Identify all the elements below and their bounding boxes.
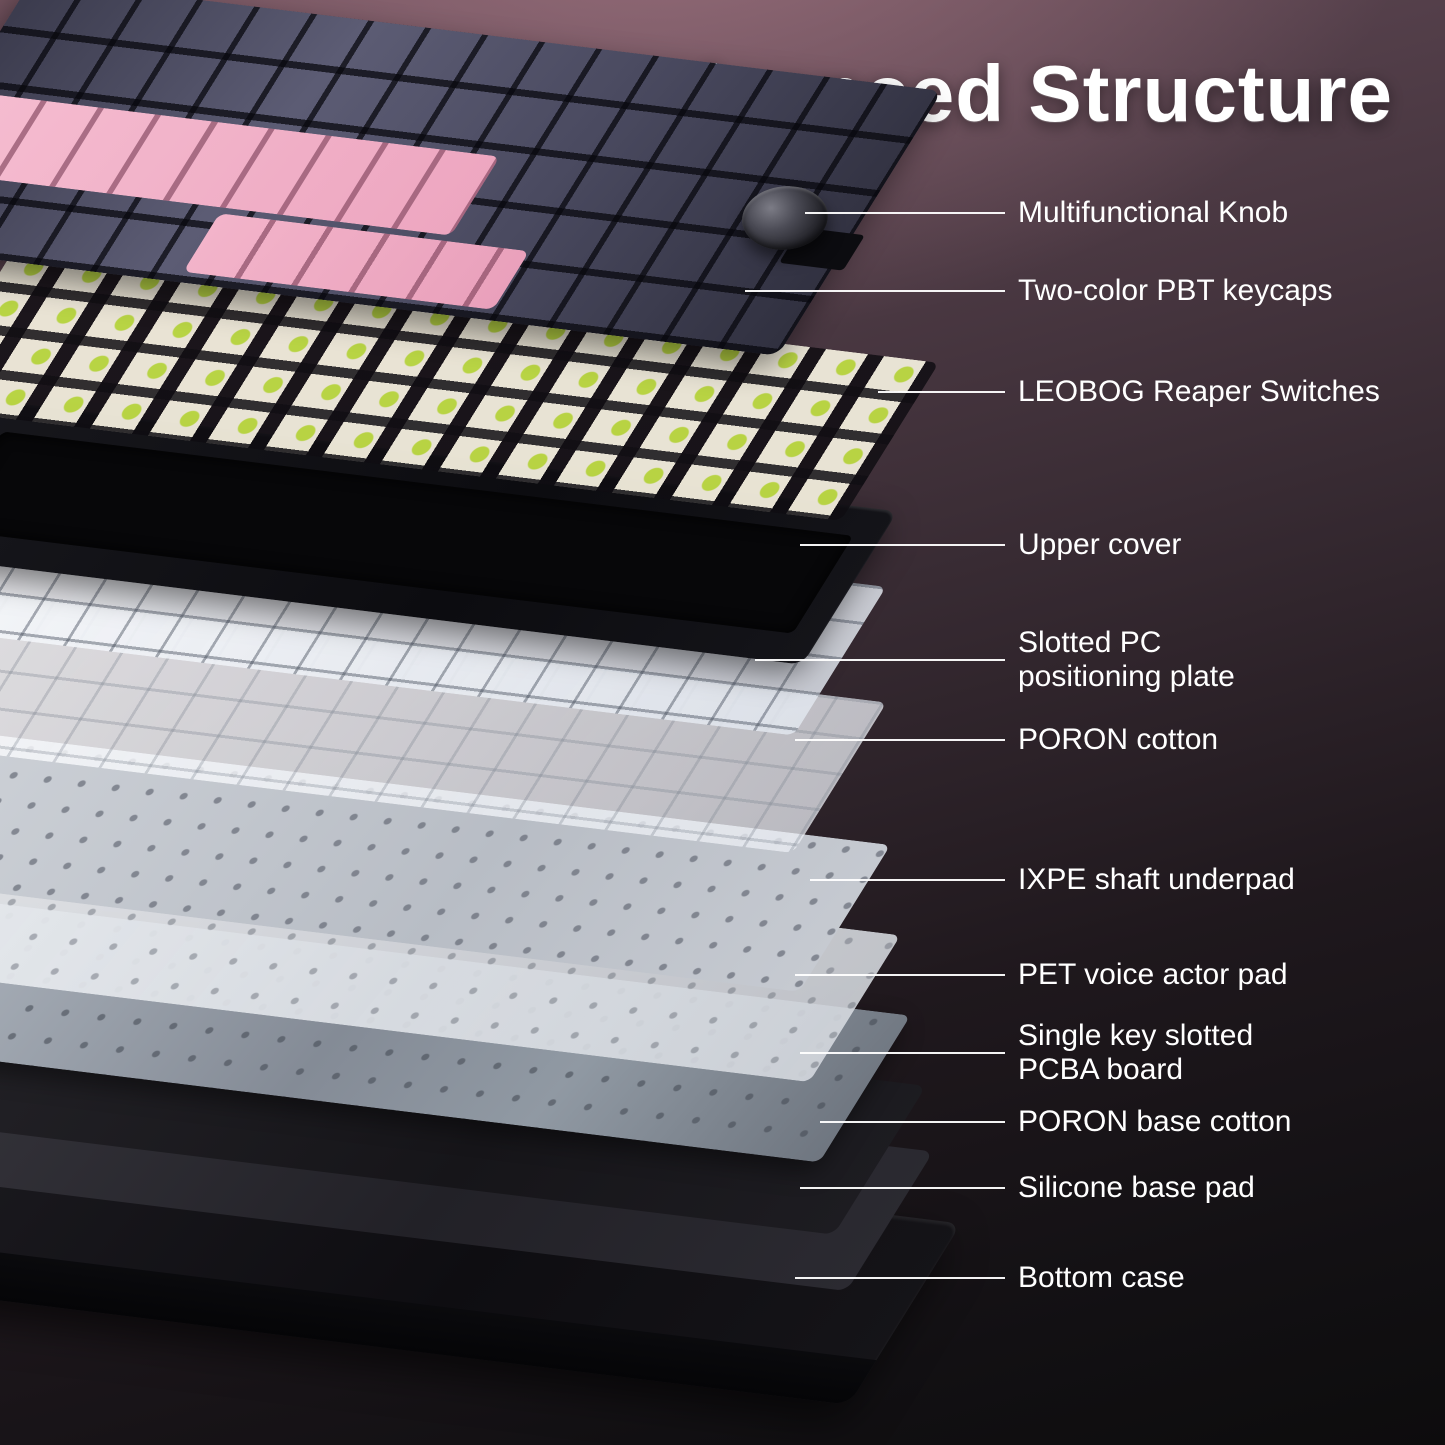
callout-label: PORON base cotton (1018, 1105, 1292, 1138)
pointer-line (755, 658, 1005, 661)
pointer-line (795, 1276, 1005, 1279)
callout-poron-cotton: PORON cotton (795, 723, 1218, 757)
pink-keycaps (0, 93, 501, 236)
callout-multifunctional-knob: Multifunctional Knob (805, 196, 1288, 230)
callout-ixpe-underpad: IXPE shaft underpad (810, 863, 1295, 897)
callout-label: Multifunctional Knob (1018, 196, 1289, 229)
callout-label: Slotted PC positioning plate (1018, 626, 1235, 693)
callout-silicone-base-pad: Silicone base pad (800, 1171, 1255, 1205)
pointer-line (810, 878, 1005, 881)
callout-label: Silicone base pad (1018, 1171, 1255, 1204)
pointer-line (820, 1120, 1005, 1123)
pointer-line (800, 543, 1005, 546)
pointer-line (805, 211, 1005, 214)
callout-reaper-switches: LEOBOG Reaper Switches (878, 375, 1380, 409)
callout-label: Upper cover (1018, 528, 1182, 561)
callout-label: Single key slotted PCBA board (1018, 1019, 1254, 1086)
callout-poron-base-cotton: PORON base cotton (820, 1105, 1291, 1139)
callout-bottom-case: Bottom case (795, 1261, 1185, 1295)
pointer-line (800, 1051, 1005, 1054)
callout-pbt-keycaps: Two-color PBT keycaps (745, 274, 1333, 308)
pointer-line (800, 1186, 1005, 1189)
callout-pcba-board: Single key slotted PCBA board (800, 1019, 1298, 1086)
callout-label: LEOBOG Reaper Switches (1018, 375, 1380, 408)
callout-label: PORON cotton (1018, 723, 1219, 756)
pointer-line (795, 973, 1005, 976)
pointer-line (745, 289, 1005, 292)
callout-pet-pad: PET voice actor pad (795, 958, 1288, 992)
pointer-line (795, 738, 1005, 741)
callout-label: PET voice actor pad (1018, 958, 1288, 991)
callout-label: Bottom case (1018, 1261, 1185, 1294)
callout-positioning-plate: Slotted PC positioning plate (755, 626, 1263, 693)
pointer-line (878, 390, 1005, 393)
callout-label: Two-color PBT keycaps (1018, 274, 1333, 307)
callout-upper-cover: Upper cover (800, 528, 1181, 562)
callout-label: IXPE shaft underpad (1018, 863, 1295, 896)
